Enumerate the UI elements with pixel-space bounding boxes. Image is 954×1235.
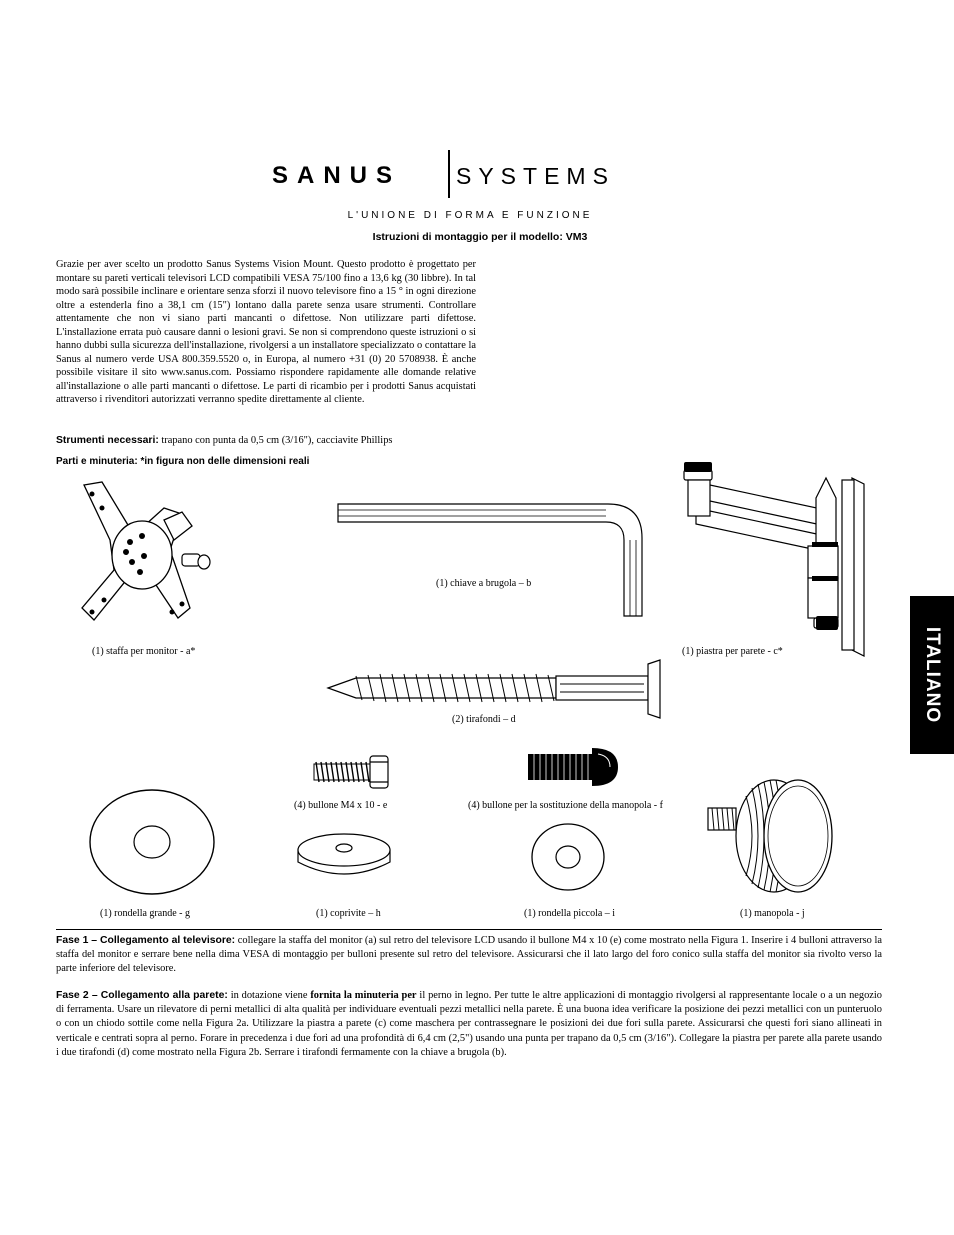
step-2-bold: fornita la minuteria per	[310, 990, 417, 1001]
tools-line: Strumenti necessari: trapano con punta d…	[56, 435, 756, 446]
lag-screw-illustration	[326, 659, 661, 719]
language-tab-label: ITALIANO	[922, 626, 943, 724]
section-divider	[56, 929, 882, 930]
caption-part-d: (2) tirafondi – d	[452, 714, 516, 725]
allen-wrench-illustration	[337, 503, 643, 617]
step-2-text-b: il perno in legno. Per tutte le altre ap…	[56, 990, 882, 1058]
m4-bolt-illustration	[313, 755, 389, 789]
monitor-bracket-illustration	[81, 481, 211, 621]
caption-part-j: (1) manopola - j	[740, 908, 805, 919]
caption-part-f: (4) bullone per la sostituzione della ma…	[468, 800, 663, 811]
step-1-paragraph: Fase 1 – Collegamento al televisore: col…	[56, 934, 882, 977]
step-2-text-a: in dotazione viene	[227, 990, 311, 1001]
tools-label: Strumenti necessari:	[56, 435, 159, 446]
step-2-paragraph: Fase 2 – Collegamento alla parete: in do…	[56, 989, 882, 1060]
logo-sanus: SANUS	[272, 162, 402, 189]
caption-part-h: (1) coprivite – h	[316, 908, 381, 919]
screw-cover-illustration	[297, 833, 391, 875]
page-title: Istruzioni di montaggio per il modello: …	[372, 231, 588, 243]
caption-part-b: (1) chiave a brugola – b	[436, 578, 532, 589]
language-tab: ITALIANO	[910, 596, 954, 754]
tools-text: trapano con punta da 0,5 cm (3/16"), cac…	[158, 435, 393, 446]
knob-illustration	[707, 779, 833, 893]
step-1-label: Fase 1 – Collegamento al televisore:	[56, 935, 236, 946]
small-washer-illustration	[531, 823, 605, 891]
parts-heading: Parti e minuteria: *in figura non delle …	[56, 456, 310, 467]
caption-part-a: (1) staffa per monitor - a*	[92, 646, 196, 657]
caption-part-c: (1) piastra per parete - c*	[682, 646, 783, 657]
logo-systems: SYSTEMS	[456, 163, 615, 189]
wall-plate-illustration	[683, 462, 865, 657]
intro-paragraph: Grazie per aver scelto un prodotto Sanus…	[56, 259, 476, 405]
knob-bolt-illustration	[528, 748, 618, 786]
logo-tagline: L'UNIONE DI FORMA E FUNZIONE	[347, 210, 593, 221]
large-washer-illustration	[89, 789, 215, 895]
step-1-text: collegare la staffa del monitor (a) sul …	[56, 935, 882, 975]
caption-part-g: (1) rondella grande - g	[100, 908, 190, 919]
caption-part-i: (1) rondella piccola – i	[524, 908, 616, 919]
step-2-label: Fase 2 – Collegamento alla parete:	[56, 990, 228, 1001]
logo-divider	[448, 150, 450, 198]
caption-part-e: (4) bullone M4 x 10 - e	[294, 800, 388, 811]
